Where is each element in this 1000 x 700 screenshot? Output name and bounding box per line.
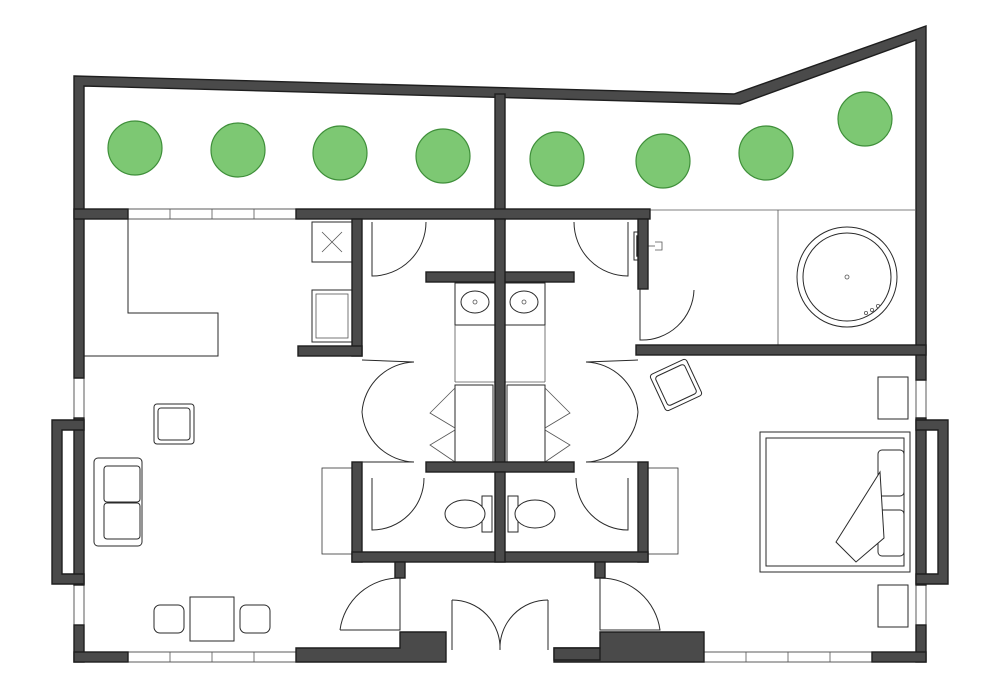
- tree-6: [635, 133, 691, 189]
- garden-divider: [494, 93, 506, 221]
- wardrobe-right: [506, 384, 546, 466]
- tree-4: [415, 128, 471, 184]
- dining-set: [153, 596, 271, 642]
- tree-1: [107, 120, 163, 176]
- hot-tub: [796, 226, 898, 328]
- fridge: [311, 289, 353, 343]
- bay-left: [51, 419, 85, 585]
- bay-right: [915, 419, 949, 585]
- bed: [759, 431, 911, 573]
- toilets: [444, 495, 556, 533]
- garden-strip: [107, 91, 893, 189]
- tree-3: [312, 125, 368, 181]
- toilet-right-bowl: [514, 499, 556, 529]
- toilet-left-bowl: [444, 499, 486, 529]
- wardrobe-left: [454, 384, 494, 466]
- nightstand-top: [877, 376, 909, 420]
- tree-2: [210, 122, 266, 178]
- sink-right: [509, 290, 539, 314]
- walls: [51, 25, 949, 663]
- sinks: [460, 290, 539, 314]
- doors: [339, 221, 695, 651]
- sofa: [93, 457, 143, 547]
- bedroom-furniture: [649, 358, 911, 628]
- tree-5: [529, 131, 585, 187]
- living-furniture: [93, 403, 271, 642]
- armchair-bedroom: [649, 358, 703, 412]
- tree-7: [738, 125, 794, 181]
- nightstand-bottom: [877, 584, 909, 628]
- armchair: [153, 403, 195, 445]
- tree-8: [837, 91, 893, 147]
- kitchen-counter: [84, 218, 219, 357]
- sink-left: [460, 290, 490, 314]
